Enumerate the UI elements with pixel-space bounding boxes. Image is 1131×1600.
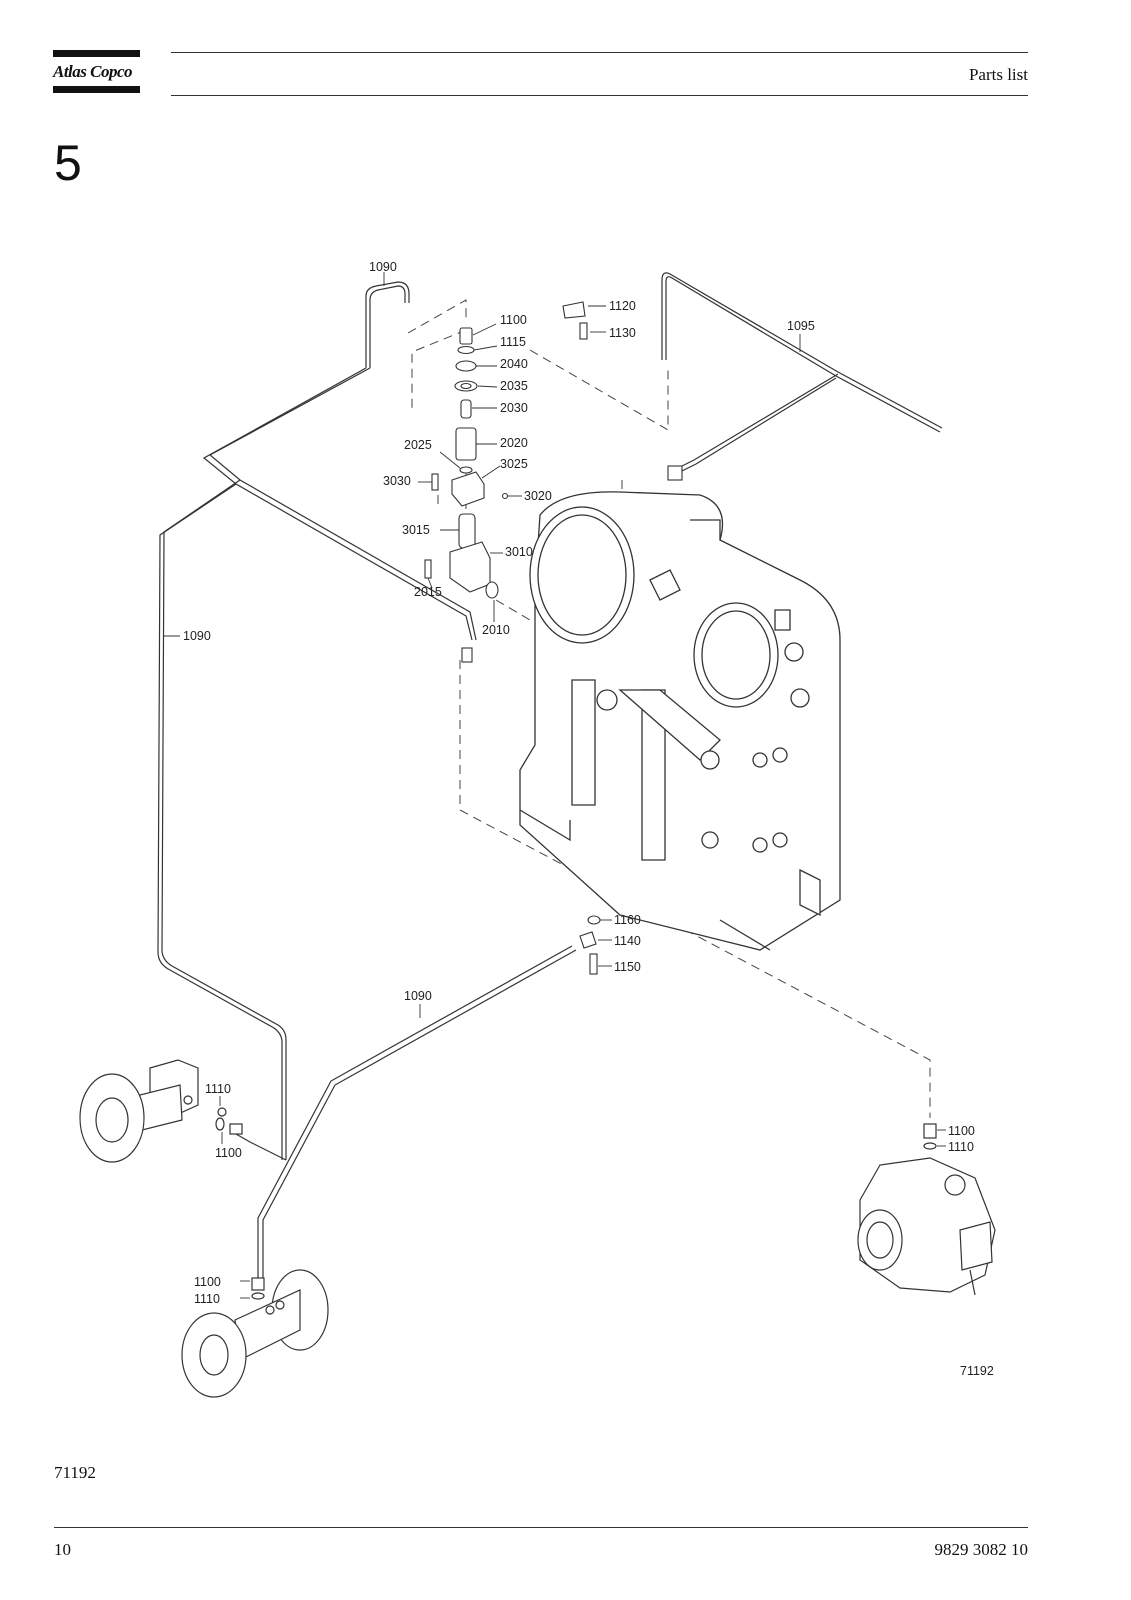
part-label-3030: 3030 — [383, 474, 411, 488]
screw-2015 — [424, 559, 432, 579]
page-number: 10 — [54, 1540, 71, 1559]
pipe-1090-mid — [262, 949, 577, 1280]
right-gear-cover — [857, 1123, 996, 1296]
part-label-1150: 1150 — [614, 960, 641, 974]
part-label-1100-bottom-left: 1100 — [194, 1275, 221, 1289]
o-ring-2010 — [485, 581, 499, 599]
o-ring-3020 — [501, 492, 509, 500]
spring-2030 — [460, 399, 472, 419]
pipe-1095 — [665, 276, 941, 433]
part-label-1090-mid: 1090 — [404, 989, 432, 1003]
part-label-1110-left: 1110 — [205, 1082, 231, 1096]
part-label-3015: 3015 — [402, 523, 430, 537]
page-title: Parts list — [968, 65, 1028, 84]
part-label-1090-left: 1090 — [183, 629, 211, 643]
fitting-1100 — [459, 327, 473, 345]
part-label-1100-right: 1100 — [948, 1124, 975, 1138]
footer-rule — [54, 1527, 1028, 1528]
header-rule-bottom — [171, 95, 1028, 96]
part-label-2025: 2025 — [404, 438, 432, 452]
nut-1160 — [587, 915, 601, 925]
part-label-3010: 3010 — [505, 545, 533, 559]
sleeve-3015 — [458, 513, 476, 549]
part-label-2035: 2035 — [500, 379, 528, 393]
part-label-2010: 2010 — [482, 623, 510, 637]
part-label-2040: 2040 — [500, 357, 528, 371]
part-label-1095: 1095 — [787, 319, 815, 333]
bolt-1130 — [579, 322, 588, 340]
part-label-1100: 1100 — [500, 313, 527, 327]
document-number: 9829 3082 10 — [934, 1540, 1029, 1559]
logo-bar-top — [53, 50, 140, 57]
gearbox-housing — [519, 491, 841, 951]
fitting-1095 — [667, 465, 683, 481]
bottom-left-pipe-flange — [181, 1269, 329, 1398]
part-label-1100-left: 1100 — [215, 1146, 242, 1160]
clamp-1120 — [562, 301, 586, 319]
figure-id: 71192 — [54, 1463, 96, 1482]
atlas-copco-logo: Atlas Copco — [53, 50, 140, 93]
pipe-1090-top — [369, 285, 406, 368]
washer-1115 — [457, 345, 475, 355]
pipe-1090-left — [161, 479, 287, 1160]
o-ring-2025 — [459, 466, 473, 474]
part-label-1110-bottom-left: 1110 — [194, 1292, 220, 1306]
part-label-2015: 2015 — [414, 585, 442, 599]
section-number: 5 — [54, 135, 82, 191]
part-label-3020: 3020 — [524, 489, 552, 503]
housing-2020 — [455, 427, 477, 461]
part-label-1160: 1160 — [614, 913, 641, 927]
bolt-1150 — [589, 953, 598, 975]
part-label-2030: 2030 — [500, 401, 528, 415]
part-label-1110-right: 1110 — [948, 1140, 974, 1154]
part-label-2020: 2020 — [500, 436, 528, 450]
part-label-1115: 1115 — [500, 335, 526, 349]
logo-bar-bottom — [53, 86, 140, 93]
part-label-3025: 3025 — [500, 457, 528, 471]
part-label-1090-top: 1090 — [369, 260, 397, 274]
part-label-1130: 1130 — [609, 326, 636, 340]
block-3025 — [451, 471, 485, 507]
left-pipe-flange — [79, 1059, 243, 1163]
logo-wordmark: Atlas Copco — [53, 62, 133, 81]
screw-3030 — [431, 473, 439, 491]
part-label-1120: 1120 — [609, 299, 636, 313]
plug-2040 — [455, 360, 477, 372]
header-rule-top — [171, 52, 1028, 53]
clamp-1140 — [579, 931, 597, 949]
part-label-1140: 1140 — [614, 934, 641, 948]
drawing-number: 71192 — [960, 1364, 994, 1378]
valve-3010 — [449, 541, 491, 593]
elbow-fitting — [461, 647, 473, 663]
